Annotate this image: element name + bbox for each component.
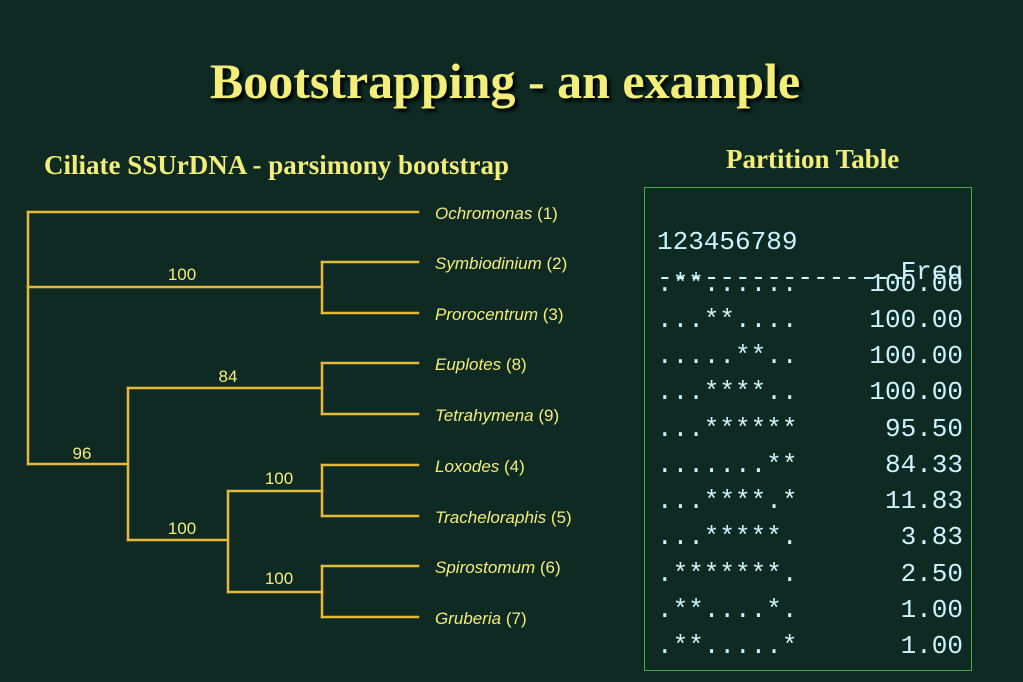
taxon-label: Symbiodinium (2) <box>435 254 567 274</box>
taxon-label: Loxodes (4) <box>435 457 525 477</box>
partition-freq: 100.00 <box>869 377 963 407</box>
partition-pattern: ...****** <box>657 414 798 444</box>
taxon-label: Spirostomum (6) <box>435 558 561 578</box>
partition-row: ...**.... 100.00 <box>657 305 963 335</box>
partition-row: ...****.* 11.83 <box>657 486 963 516</box>
partition-pattern: .......** <box>657 450 798 480</box>
partition-table: 123456789 Freq ---------------- .**.....… <box>644 187 972 671</box>
partition-freq: 3.83 <box>900 522 963 552</box>
partition-row: ...****.. 100.00 <box>657 377 963 407</box>
partition-row: ...****** 95.50 <box>657 414 963 444</box>
partition-pattern: ...****.* <box>657 486 798 516</box>
taxon-number: (3) <box>542 305 564 324</box>
partition-row: .**.....* 1.00 <box>657 631 963 661</box>
partition-freq: 1.00 <box>900 631 963 661</box>
taxon-name: Loxodes <box>435 457 500 476</box>
bootstrap-value: 100 <box>264 469 294 488</box>
taxon-label: Ochromonas (1) <box>435 204 558 224</box>
taxon-name: Ochromonas <box>435 204 533 223</box>
bootstrap-value: 96 <box>72 444 92 463</box>
partition-row: .**....*. 1.00 <box>657 595 963 625</box>
partition-row: .....**.. 100.00 <box>657 341 963 371</box>
partition-freq: 95.50 <box>884 414 963 444</box>
taxon-label: Tracheloraphis (5) <box>435 508 572 528</box>
taxon-name: Symbiodinium <box>435 254 542 273</box>
taxon-number: (7) <box>505 609 527 628</box>
bootstrap-value: 84 <box>218 367 238 386</box>
partition-freq: 100.00 <box>869 269 963 299</box>
taxon-label: Tetrahymena (9) <box>435 406 559 426</box>
taxon-number: (6) <box>539 558 561 577</box>
taxon-number: (1) <box>537 204 558 223</box>
partition-freq: 11.83 <box>884 486 963 516</box>
partition-row: .*******. 2.50 <box>657 559 963 589</box>
partition-row: .**...... 100.00 <box>657 269 963 299</box>
partition-pattern: ...**.... <box>657 305 798 335</box>
divider-line: ---------------- <box>657 263 907 293</box>
taxon-number: (8) <box>505 355 527 374</box>
partition-pattern: .**.....* <box>657 631 798 661</box>
taxon-number: (2) <box>546 254 568 273</box>
bootstrap-value: 100 <box>167 519 197 538</box>
partition-pattern: .*******. <box>657 559 798 589</box>
taxon-label: Euplotes (8) <box>435 355 527 375</box>
partition-pattern: .....**.. <box>657 341 798 371</box>
taxon-name: Spirostomum <box>435 558 536 577</box>
partition-freq: 100.00 <box>869 305 963 335</box>
taxon-name: Tetrahymena <box>435 406 534 425</box>
header-pattern: 123456789 <box>657 227 798 257</box>
taxon-name: Tracheloraphis <box>435 508 547 527</box>
taxon-name: Gruberia <box>435 609 502 628</box>
taxon-name: Prorocentrum <box>435 305 538 324</box>
phylogenetic-tree <box>26 210 420 619</box>
bootstrap-value: 100 <box>167 265 197 284</box>
partition-pattern: ...****.. <box>657 377 798 407</box>
taxon-number: (9) <box>538 406 560 425</box>
tree-subtitle: Ciliate SSUrDNA - parsimony bootstrap <box>44 150 510 180</box>
taxon-label: Prorocentrum (3) <box>435 305 564 325</box>
partition-pattern: .**...... <box>657 269 798 299</box>
partition-row: .......** 84.33 <box>657 450 963 480</box>
partition-freq: 100.00 <box>869 341 963 371</box>
partition-freq: 2.50 <box>900 559 963 589</box>
partition-pattern: .**....*. <box>657 595 798 625</box>
partition-table-header: 123456789 Freq <box>657 197 963 287</box>
partition-freq: 1.00 <box>900 595 963 625</box>
partition-pattern: ...*****. <box>657 522 798 552</box>
taxon-number: (5) <box>550 508 572 527</box>
bootstrap-value: 100 <box>264 569 294 588</box>
partition-table-divider: ---------------- <box>657 233 963 293</box>
taxon-label: Gruberia (7) <box>435 609 527 629</box>
slide-title: Bootstrapping - an example <box>209 53 801 109</box>
partition-freq: 84.33 <box>884 450 963 480</box>
partition-table-title: Partition Table <box>726 144 900 174</box>
partition-row: ...*****. 3.83 <box>657 522 963 552</box>
taxon-name: Euplotes <box>435 355 502 374</box>
header-freq: Freq <box>900 257 963 287</box>
taxon-number: (4) <box>504 457 525 476</box>
